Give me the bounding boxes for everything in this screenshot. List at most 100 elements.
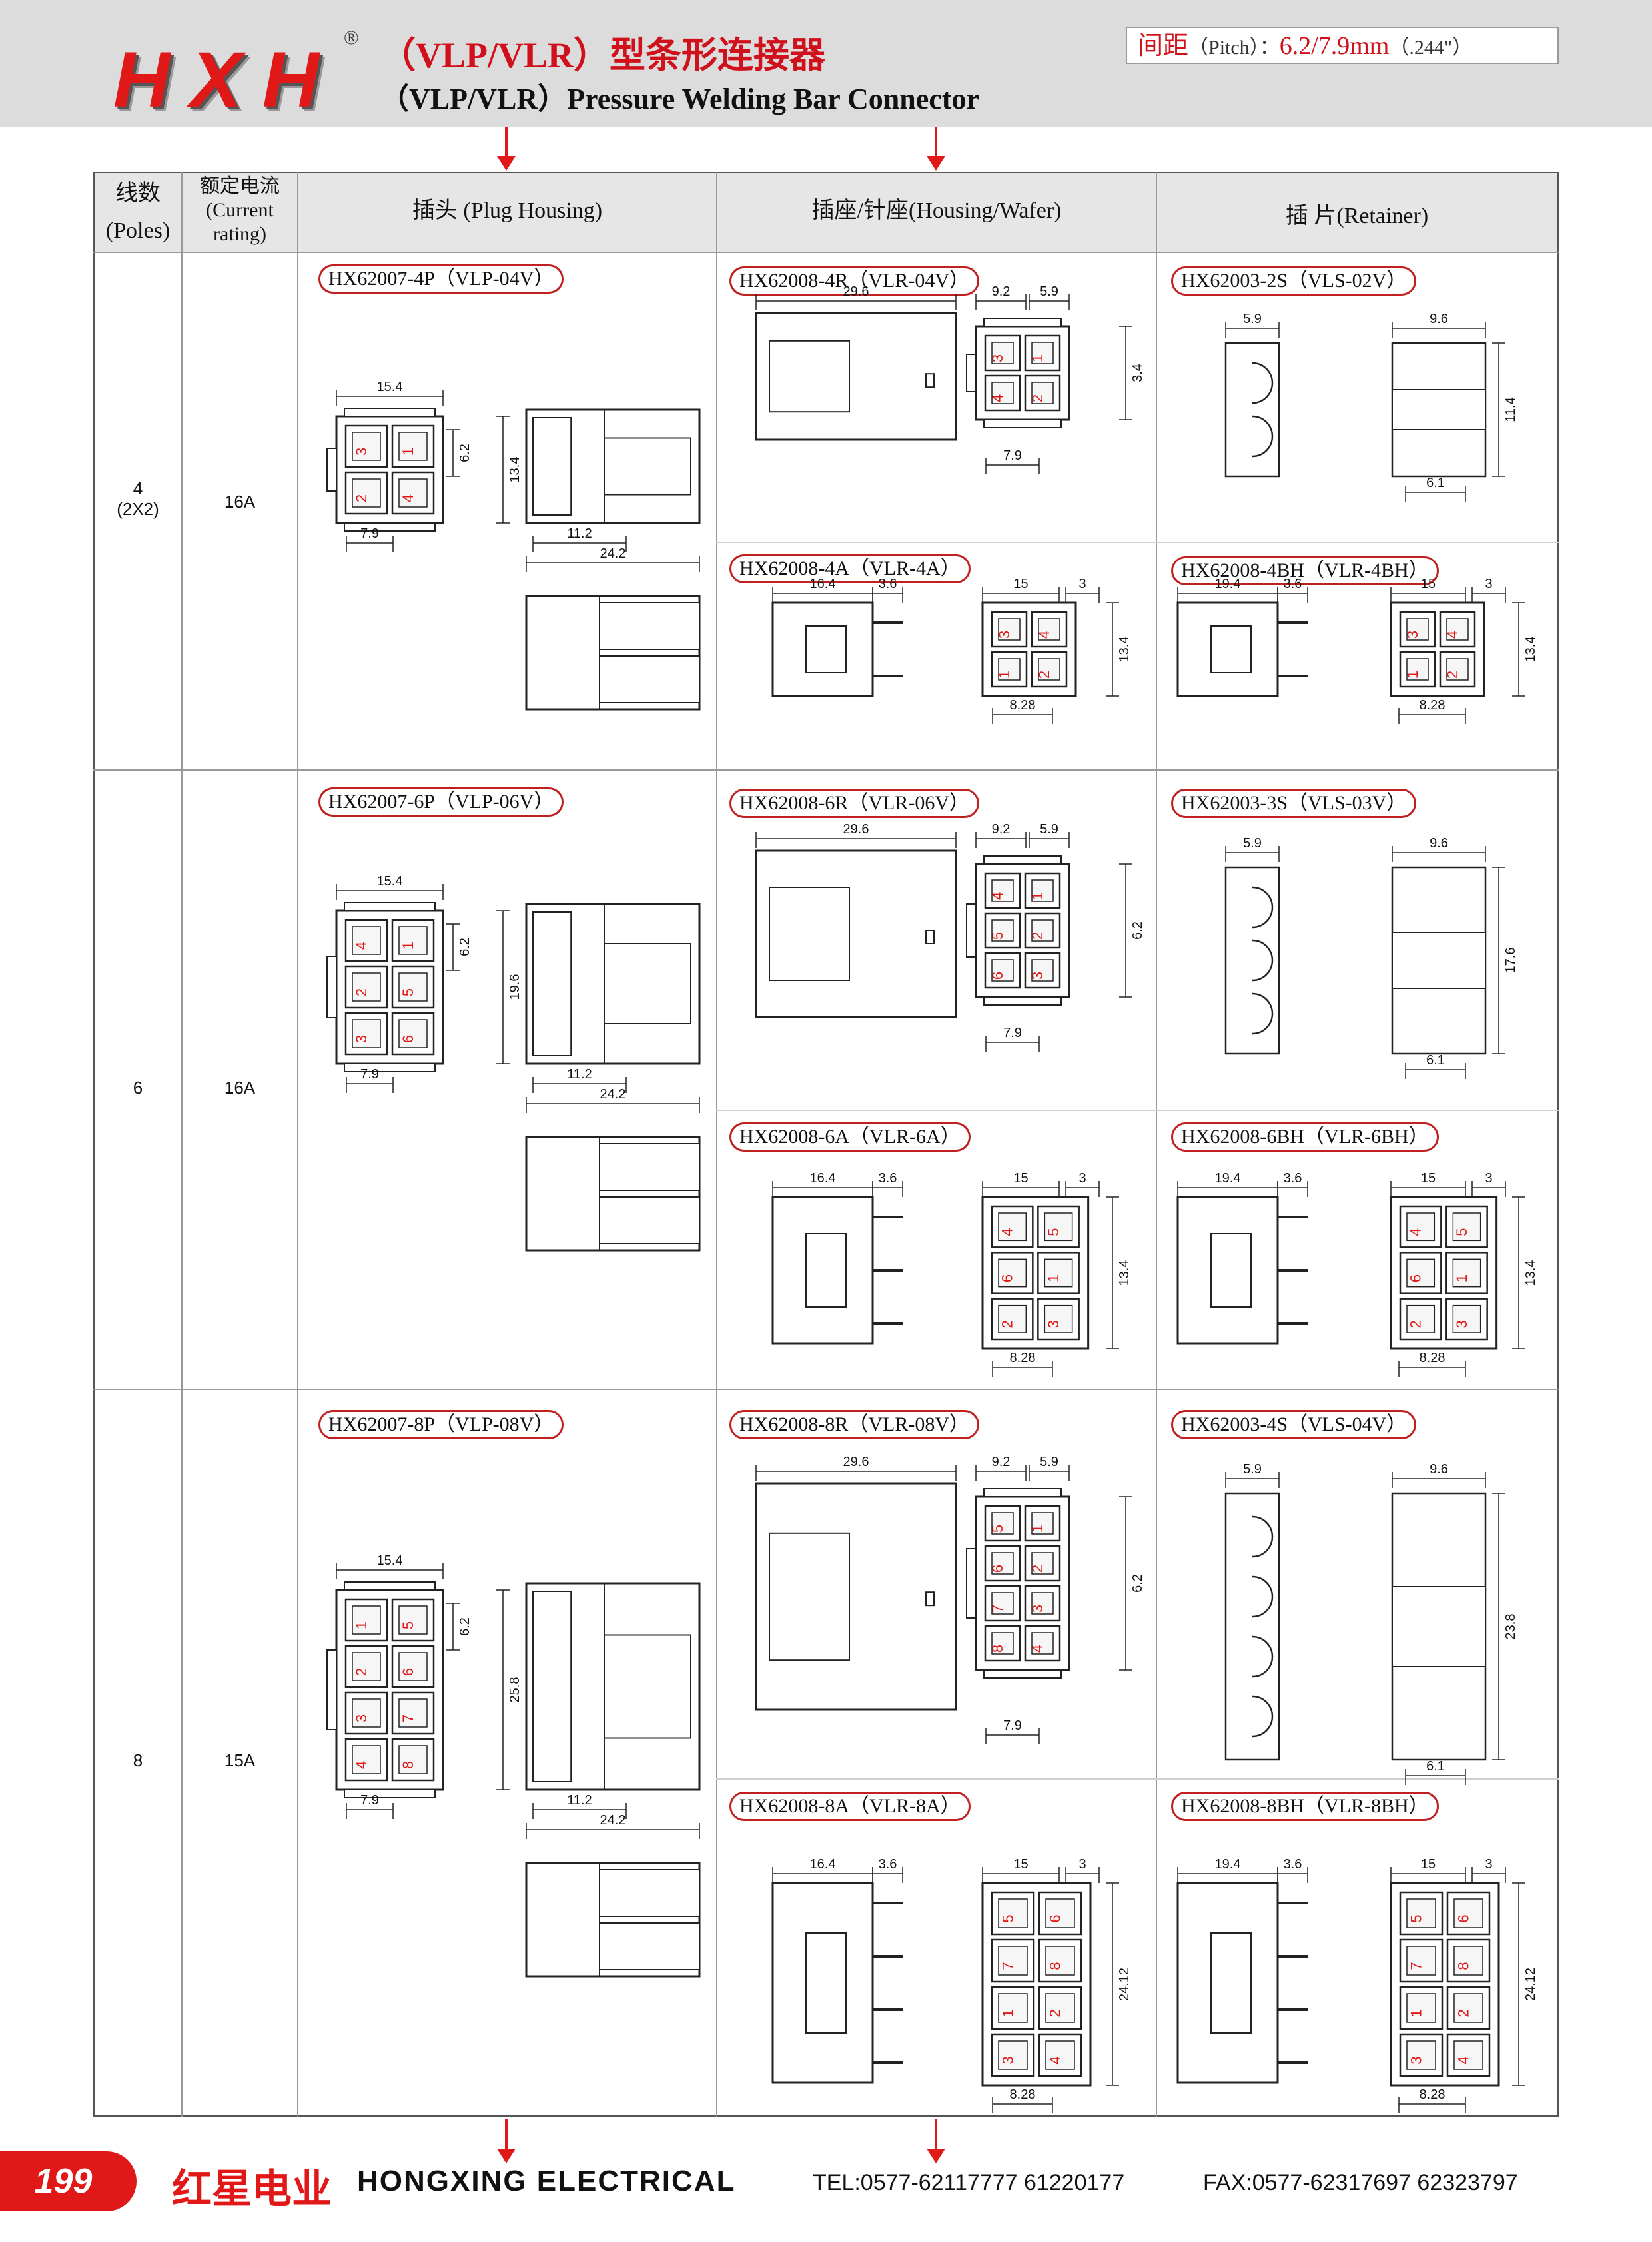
latch-tab — [966, 903, 977, 958]
pin-terminal — [1031, 382, 1054, 404]
pin-number: 2 — [353, 494, 370, 502]
pin-number: 1 — [353, 1621, 370, 1629]
dimension-label: 24.2 — [600, 1087, 626, 1102]
dimension-label: 8.28 — [1010, 698, 1036, 713]
retainer-slot — [1252, 1575, 1274, 1618]
current-value: 16A — [224, 492, 256, 512]
part-number-badge: HX62003-3S（VLS-03V） — [1171, 789, 1417, 818]
dimension-label: 5.9 — [1040, 822, 1058, 837]
pin-number: 2 — [1029, 1565, 1046, 1573]
dimension-label: 6.2 — [1130, 921, 1145, 940]
pin-terminal — [352, 926, 381, 955]
pin-number: 1 — [1029, 1525, 1046, 1533]
pin-number: 4 — [1455, 2056, 1472, 2064]
top-rib — [983, 318, 1062, 327]
dimension-label: 15 — [1013, 1171, 1028, 1186]
dimension-label: 5.9 — [1243, 312, 1262, 326]
dimension-label: 13.4 — [1117, 637, 1132, 663]
pin-terminal — [1446, 618, 1469, 641]
dimension-label: 24.12 — [1523, 1968, 1538, 2001]
pin-terminal — [398, 478, 428, 508]
pin-number: 1 — [1453, 1274, 1470, 1282]
pin-number: 3 — [996, 631, 1013, 639]
pin-number: 4 — [989, 892, 1006, 900]
col-current-header: 额定电流 (Current rating) — [200, 175, 280, 245]
pin-terminal — [1045, 1993, 1075, 2023]
dimension-label: 7.9 — [360, 1067, 379, 1082]
pin-number: 3 — [989, 354, 1006, 362]
dimension-label: 3.6 — [1284, 1857, 1302, 1872]
pin-terminal — [1452, 1304, 1481, 1333]
pin-terminal — [1031, 1552, 1054, 1575]
company-name-en: HONGXING ELECTRICAL — [357, 2165, 736, 2197]
plug-top-detail — [599, 655, 700, 703]
retainer-slot — [1252, 415, 1274, 458]
bottom-rib — [344, 522, 436, 532]
dimension-label: 5.9 — [1243, 1462, 1262, 1477]
retainer-slot — [1252, 1515, 1274, 1558]
pin-terminal — [398, 1605, 428, 1635]
pin-terminal — [398, 1698, 428, 1728]
latch-tab — [966, 354, 977, 392]
dimension-label: 13.4 — [1523, 1260, 1538, 1286]
hxh-logo: HXH — [113, 36, 340, 124]
pin-cavity — [1024, 912, 1061, 949]
fax: FAX:0577-62317697 62323797 — [1203, 2170, 1518, 2195]
dimension-label: 11.4 — [1503, 397, 1518, 422]
pin-number: 7 — [989, 1605, 1006, 1613]
dimension-label: 15 — [1421, 577, 1436, 591]
pin-number: 2 — [1408, 1320, 1424, 1328]
pin-terminal — [1031, 879, 1054, 902]
pin-number: 4 — [1444, 631, 1461, 639]
pin-terminal — [1038, 658, 1060, 681]
pin-number: 6 — [989, 972, 1006, 980]
housing-slot — [769, 340, 850, 413]
pin-number: 4 — [1029, 1645, 1046, 1653]
pin-number: 5 — [989, 932, 1006, 940]
dimension-label: 5.9 — [1243, 836, 1262, 851]
title-english: （VLP/VLR）Pressure Welding Bar Connector — [380, 83, 979, 115]
pin-terminal — [1452, 1212, 1481, 1242]
pin-number: 1 — [1404, 671, 1421, 679]
pin-terminal — [998, 1946, 1028, 1976]
pin-number: 3 — [353, 448, 370, 456]
retainer-slot — [1252, 1635, 1274, 1678]
dimension-label: 3 — [1078, 1171, 1086, 1186]
housing-tab — [925, 373, 935, 388]
dimension-label: 15.4 — [377, 380, 403, 394]
current-value: 16A — [224, 1078, 256, 1098]
pin-terminal — [352, 1652, 381, 1681]
table-header-band — [95, 173, 1557, 252]
dimension-label: 15 — [1421, 1857, 1436, 1872]
pin-terminal — [1044, 1212, 1073, 1242]
pitch-value: 6.2/7.9mm — [1279, 32, 1390, 60]
dimension-label: 13.4 — [1117, 1260, 1132, 1286]
part-number-badge: HX62008-8BH（VLR-8BH） — [1171, 1792, 1439, 1821]
pin-number: 3 — [1045, 1320, 1062, 1328]
pin-number: 4 — [1036, 631, 1052, 639]
col-poles-header: 线数 (Poles) — [105, 181, 171, 243]
registered-mark: ® — [344, 27, 359, 49]
bottom-rib — [983, 419, 1062, 428]
dimension-label: 9.6 — [1430, 836, 1448, 851]
col-retainer-header: 插 片(Retainer) — [1285, 204, 1429, 228]
pin-number: 6 — [1455, 1914, 1472, 1922]
pin-number: 4 — [999, 1228, 1016, 1236]
pin-terminal — [352, 1698, 381, 1728]
retainer-side-mid — [1392, 932, 1486, 989]
pin-terminal — [398, 926, 428, 955]
dimension-label: 5.9 — [1040, 284, 1058, 299]
housing-slot — [769, 1532, 850, 1661]
pin-number: 3 — [1029, 1605, 1046, 1613]
pin-terminal — [998, 1212, 1027, 1242]
pin-number: 5 — [1000, 1914, 1017, 1922]
pin-terminal — [352, 432, 381, 461]
pin-terminal — [352, 1605, 381, 1635]
dimension-label: 9.2 — [992, 284, 1011, 299]
pin-number: 8 — [1047, 1962, 1064, 1970]
wafer-slot — [805, 625, 847, 673]
pin-terminal — [1406, 618, 1429, 641]
pin-number: 8 — [989, 1645, 1006, 1653]
telephone: TEL:0577-62117777 61220177 — [813, 2170, 1125, 2195]
pin-number: 3 — [1000, 2056, 1017, 2064]
